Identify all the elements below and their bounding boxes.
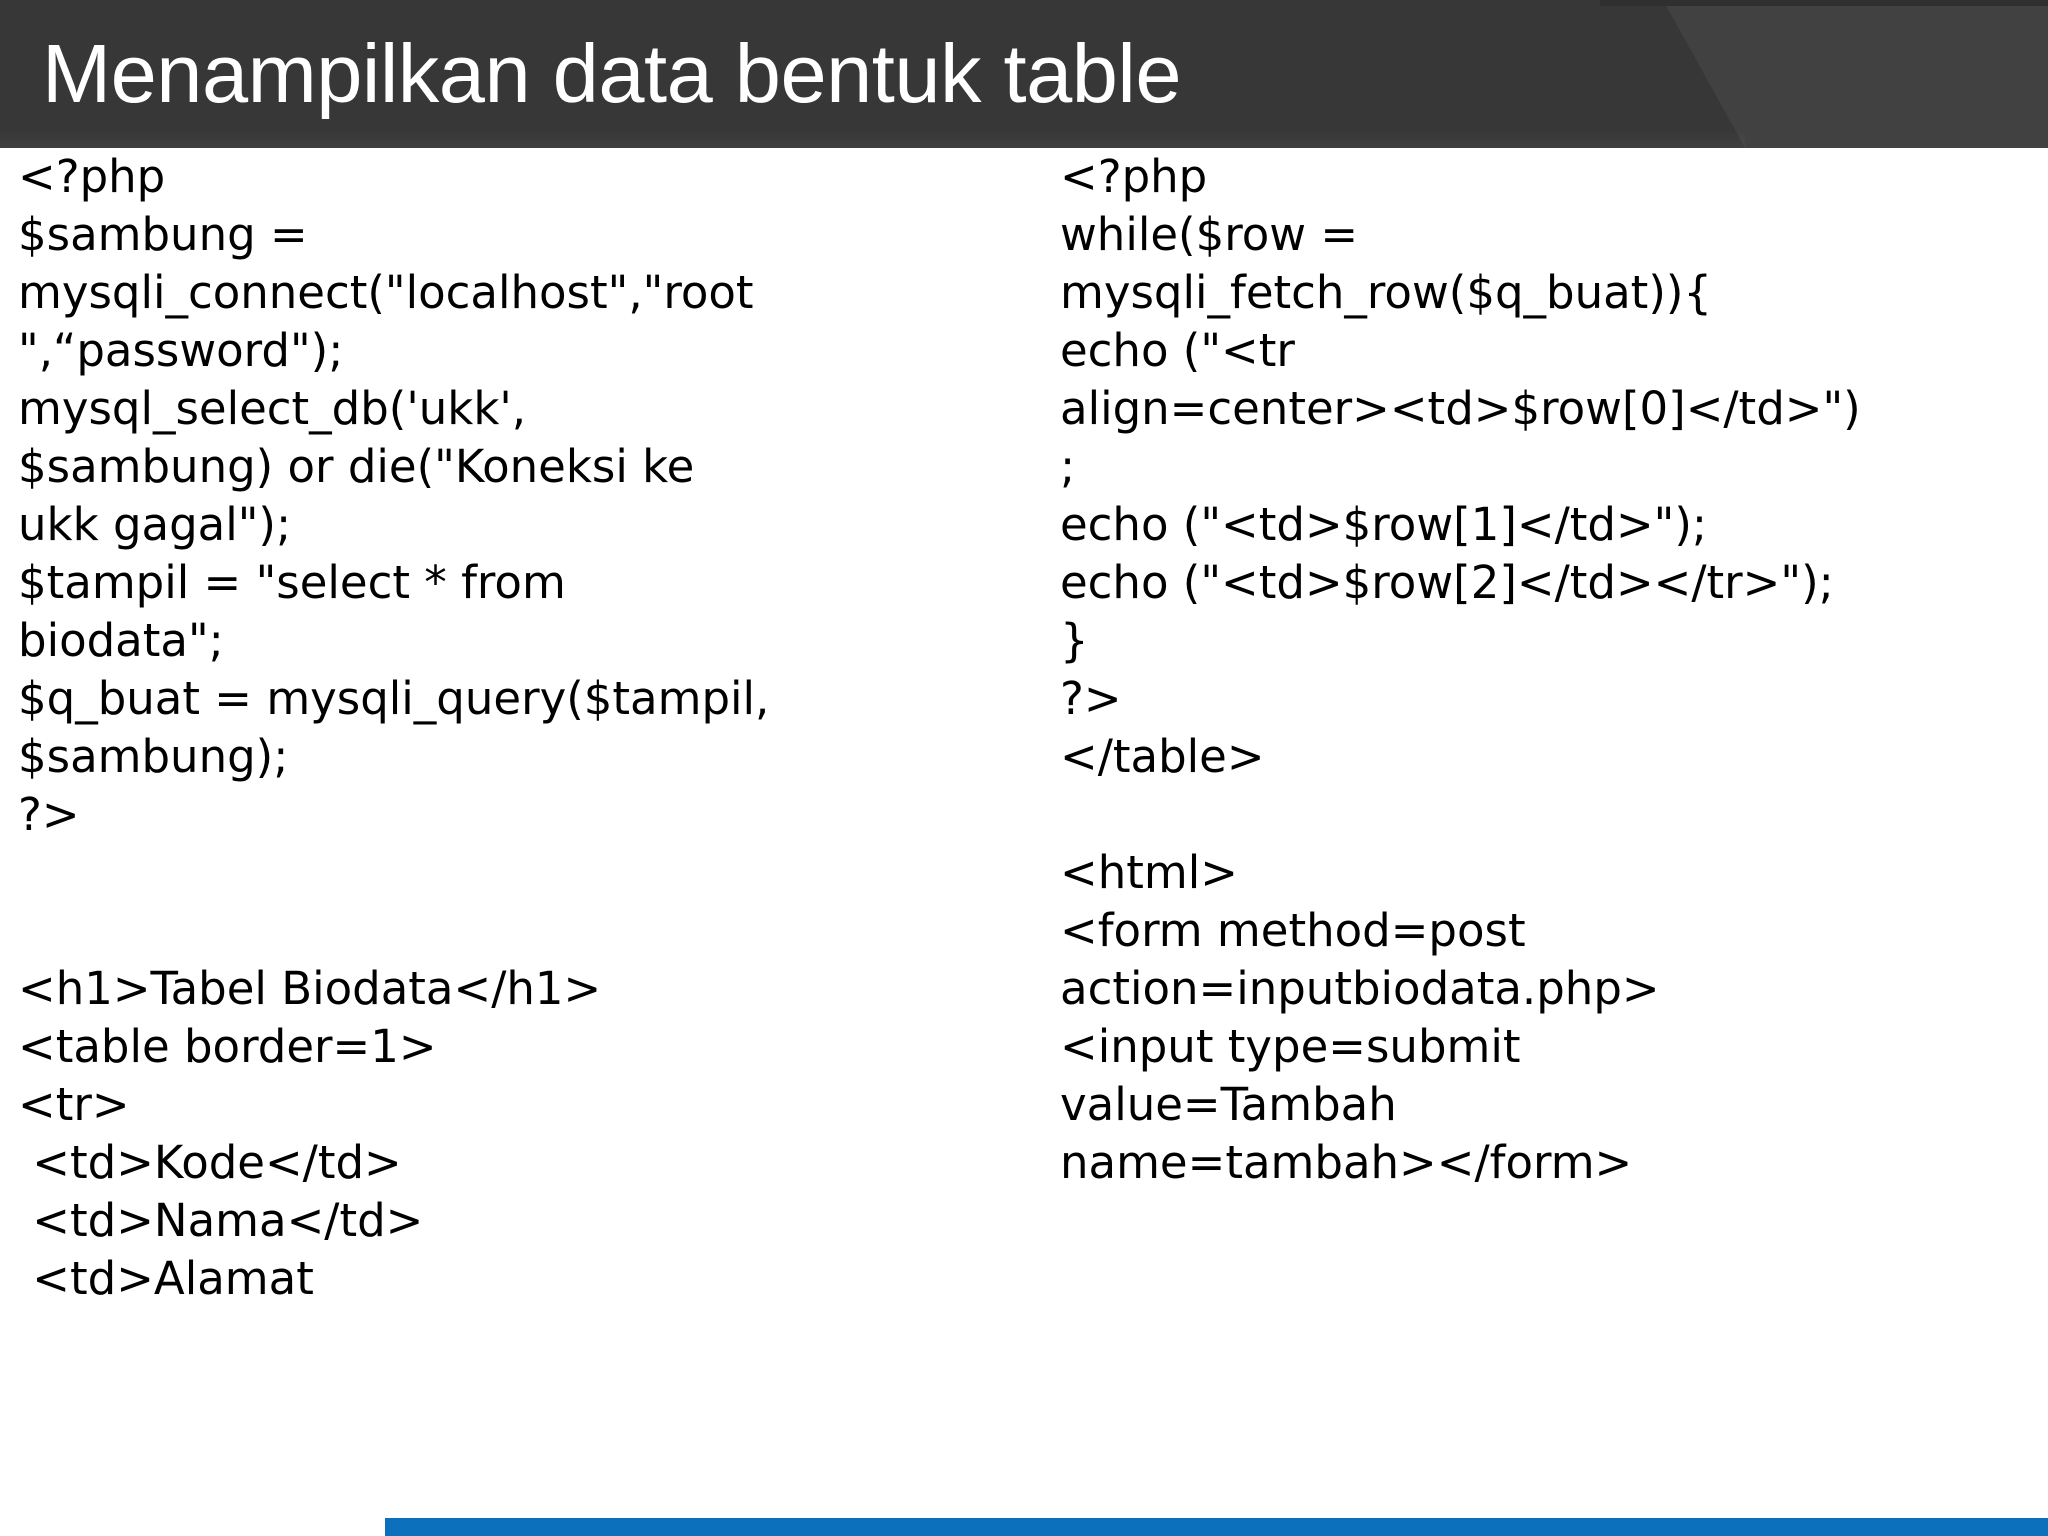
code-line: $tampil = "select * from (18, 556, 566, 609)
page-title: Menampilkan data bentuk table (42, 27, 1182, 120)
code-line: $sambung) or die("Koneksi ke (18, 440, 695, 493)
code-line: <table border=1> (18, 1020, 437, 1073)
code-line (18, 902, 1028, 960)
code-line: mysqli_fetch_row($q_buat)){ (1060, 266, 1713, 319)
code-line: echo ("<tr (1060, 324, 1295, 377)
code-line: mysqli_connect("localhost","root (18, 266, 754, 319)
code-block-left: <?php$sambung =mysqli_connect("localhost… (18, 148, 1028, 1308)
code-line (18, 844, 1028, 902)
code-line: <html> (1060, 846, 1238, 899)
code-line: align=center><td>$row[0]</td>") (1060, 382, 1861, 435)
code-line: biodata"; (18, 614, 224, 667)
accent-bar (385, 1518, 2048, 1536)
code-line: ?> (1060, 672, 1122, 725)
code-line: $sambung); (18, 730, 289, 783)
header-dark-band (0, 0, 1745, 148)
code-line: ?> (18, 788, 80, 841)
code-line: value=Tambah (1060, 1078, 1397, 1131)
code-line: action=inputbiodata.php> (1060, 962, 1660, 1015)
header-top-sliver (1600, 0, 2048, 6)
code-line: echo ("<td>$row[2]</td></tr>"); (1060, 556, 1834, 609)
code-line: <?php (1060, 150, 1208, 203)
code-line: ",“password"); (18, 324, 344, 377)
code-line: <tr> (18, 1078, 130, 1131)
code-line: <td>Kode</td> (18, 1136, 402, 1189)
code-line: ukk gagal"); (18, 498, 292, 551)
code-line: while($row = (1060, 208, 1359, 261)
code-line: $q_buat = mysqli_query($tampil, (18, 672, 770, 725)
code-line: mysql_select_db('ukk', (18, 382, 527, 435)
code-line: <input type=submit (1060, 1020, 1521, 1073)
code-line: <?php (18, 150, 166, 203)
code-line: <td>Alamat (18, 1252, 314, 1305)
code-line: $sambung = (18, 208, 308, 261)
slide-header: Menampilkan data bentuk table (0, 0, 2048, 148)
code-line: </table> (1060, 730, 1265, 783)
code-line: <td>Nama</td> (18, 1194, 424, 1247)
code-line: } (1060, 614, 1089, 667)
code-line (1060, 786, 2048, 844)
code-line: name=tambah></form> (1060, 1136, 1633, 1189)
code-line: echo ("<td>$row[1]</td>"); (1060, 498, 1708, 551)
code-line: <form method=post (1060, 904, 1526, 957)
slide-body: <?php$sambung =mysqli_connect("localhost… (0, 148, 2048, 1536)
code-line: ; (1060, 440, 1076, 493)
code-line: <h1>Tabel Biodata</h1> (18, 962, 602, 1015)
